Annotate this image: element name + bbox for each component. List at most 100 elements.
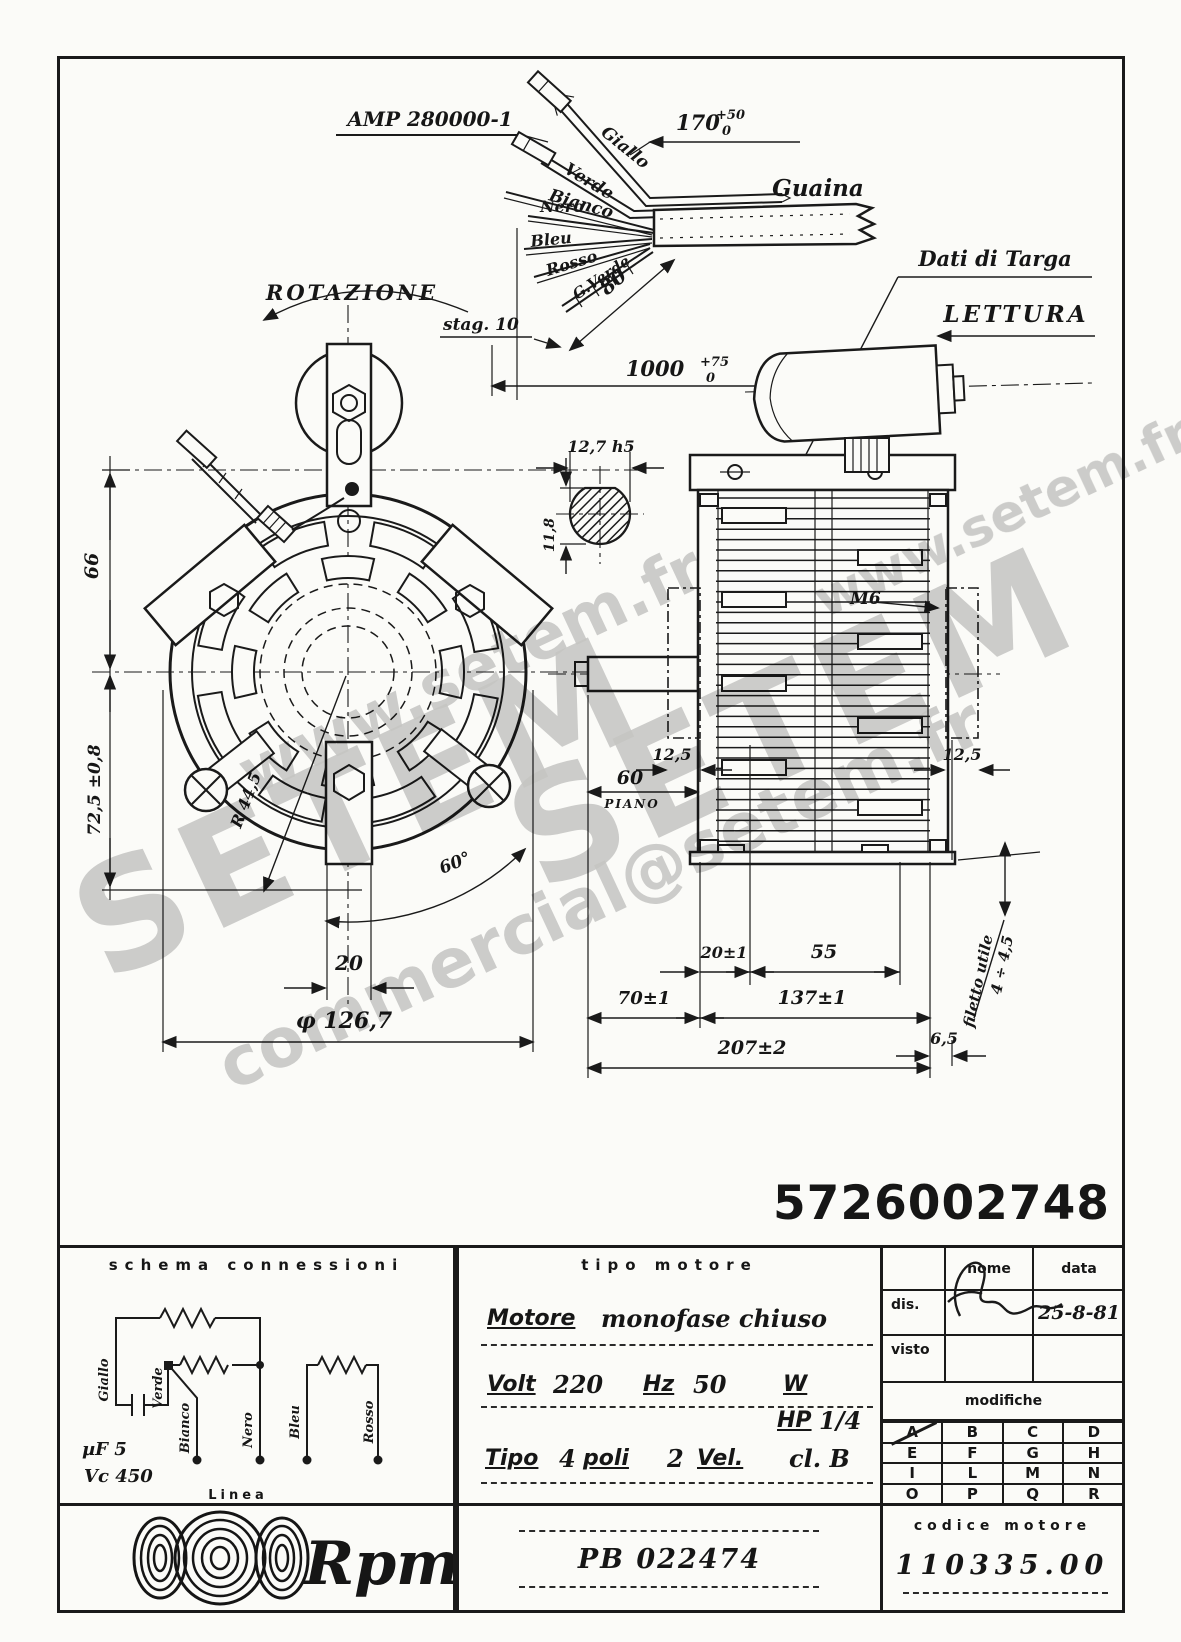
- rule: [481, 1406, 873, 1408]
- codice-motore-value: 110335.00: [895, 1550, 1110, 1581]
- capacitor-boot: [844, 437, 890, 473]
- connection-schematic: Giallo Verde Bianco Nero Bleu Rosso µF 5…: [82, 1306, 383, 1503]
- dim-72-label: 72,5 ±0,8: [85, 744, 105, 835]
- vel-label: Vel.: [697, 1446, 744, 1471]
- dim-66-72: 66 72,5 ±0,8: [81, 456, 362, 900]
- dim-12-5-left: 12,5: [636, 740, 732, 782]
- classe-value: cl. B: [789, 1444, 850, 1473]
- motore-label: Motore: [487, 1306, 576, 1331]
- mount-bracket-left: [143, 523, 277, 647]
- svg-text:0: 0: [706, 371, 715, 386]
- dim-diameter: φ 126,7: [161, 690, 535, 1052]
- dim-55-label: 55: [811, 941, 837, 963]
- motore-value: monofase chiuso: [601, 1304, 828, 1333]
- rev-letter: L: [943, 1462, 1004, 1483]
- schema-label-rosso: Rosso: [362, 1400, 377, 1444]
- vel-value: 2: [667, 1444, 684, 1473]
- side-view: M6 12,7 h5 11,8 12,5 1: [536, 344, 1093, 1078]
- rev-letter: R: [1063, 1482, 1124, 1504]
- rev-letter: Q: [1003, 1482, 1064, 1503]
- linea-label: Linea: [208, 1488, 268, 1503]
- wire-label-bleu: Bleu: [528, 228, 572, 251]
- m6-label: M6: [849, 589, 881, 609]
- svg-text:1000: 1000: [626, 356, 685, 381]
- hp-label: HP: [777, 1408, 812, 1433]
- hp-value: 1/4: [819, 1406, 862, 1435]
- rev-letter: M: [1003, 1462, 1064, 1483]
- empty-cell: [883, 1248, 946, 1291]
- schema-label-bleu: Bleu: [288, 1405, 303, 1440]
- svg-text:+75: +75: [700, 355, 729, 370]
- rule: [519, 1586, 819, 1588]
- dim-70-label: 70±1: [618, 988, 671, 1009]
- rev-letter: B: [943, 1421, 1004, 1442]
- title-block: nome data dis. 25-8-81 visto modifiche A…: [880, 1245, 1125, 1506]
- dim-11-8-label: 11,8: [542, 518, 558, 552]
- dim-137-label: 137±1: [778, 987, 847, 1009]
- dim-170: 170 +50 0: [629, 108, 800, 156]
- part-number: 5726002748: [772, 1176, 1110, 1231]
- dim-207-label: 207±2: [717, 1037, 787, 1059]
- pb-number-cell: PB 022474: [456, 1503, 883, 1613]
- tipo-motore-title: tipo motore: [581, 1256, 758, 1274]
- lettura-label: LETTURA: [942, 301, 1088, 328]
- volt-value: 220: [553, 1370, 604, 1399]
- schema-connessioni-panel: schema connessioni Giallo Verde Bianco N…: [57, 1245, 456, 1506]
- schema-label-bianco: Bianco: [178, 1402, 193, 1454]
- date-value: 25-8-81: [1034, 1291, 1124, 1336]
- annotations: Dati di Targa LETTURA: [799, 246, 1095, 467]
- svg-text:stag. 10: stag. 10: [442, 315, 519, 335]
- data-header: data: [1034, 1248, 1124, 1291]
- svg-text:+50: +50: [716, 108, 745, 123]
- rev-letter: O: [883, 1482, 944, 1503]
- dati-di-targa-label: Dati di Targa: [917, 246, 1071, 271]
- bracket-profile-right: [945, 587, 979, 739]
- svg-text:12,5: 12,5: [943, 745, 982, 764]
- bracket-profile-left: [667, 587, 701, 739]
- dim-66-label: 66: [81, 553, 103, 579]
- capacitor: [752, 344, 966, 443]
- guaina-label: Guaina: [772, 175, 864, 202]
- poli-value: 4: [559, 1444, 576, 1473]
- svg-text:60: 60: [617, 767, 643, 789]
- rev-letter: A: [883, 1421, 944, 1442]
- poli-label: poli: [583, 1446, 629, 1471]
- dim-80: 80: [568, 258, 676, 352]
- modifiche-header: modifiche: [883, 1383, 1124, 1421]
- rev-letter: I: [883, 1462, 944, 1483]
- svg-text:12,5: 12,5: [653, 745, 692, 764]
- wire-bleu: Bleu: [523, 228, 653, 256]
- tipo-label: Tipo: [485, 1446, 539, 1471]
- rotazione-label: ROTAZIONE: [265, 280, 438, 305]
- rpm-wordmark: Rpm: [302, 1529, 453, 1599]
- empty-cell: [946, 1336, 1034, 1383]
- schema-title: schema connessioni: [108, 1256, 405, 1274]
- rev-letter: H: [1063, 1441, 1124, 1463]
- mount-bracket-right: [420, 523, 554, 647]
- capacitor-voltage: Vc 450: [84, 1466, 153, 1487]
- rev-letter: D: [1063, 1421, 1124, 1442]
- schema-label-nero: Nero: [241, 1412, 256, 1449]
- dim-chain: 20±1 55 70±1 137±1 207±2 6,5: [586, 745, 986, 1078]
- schema-label-giallo: Giallo: [97, 1358, 112, 1401]
- earth-cable: [175, 429, 345, 544]
- hz-value: 50: [693, 1370, 727, 1399]
- rev-letter: N: [1063, 1462, 1124, 1483]
- wire-nero: Nero: [527, 197, 655, 238]
- signature-cell: [946, 1291, 1034, 1336]
- amp-connector-label: AMP 280000-1: [345, 107, 512, 131]
- wire-label-nero: Nero: [539, 197, 584, 216]
- rev-letter: E: [883, 1441, 944, 1462]
- empty-cell: [1034, 1336, 1124, 1383]
- svg-text:0: 0: [722, 124, 731, 139]
- rpm-logo: Rpm: [132, 1510, 460, 1606]
- piano-label: PIANO: [603, 797, 659, 811]
- visto-label: visto: [883, 1336, 946, 1383]
- rule: [481, 1344, 873, 1346]
- nome-header: nome: [946, 1248, 1034, 1291]
- pb-number: PB 022474: [577, 1544, 762, 1575]
- dim-6-5-label: 6,5: [930, 1029, 958, 1048]
- top-bracket: [325, 342, 373, 508]
